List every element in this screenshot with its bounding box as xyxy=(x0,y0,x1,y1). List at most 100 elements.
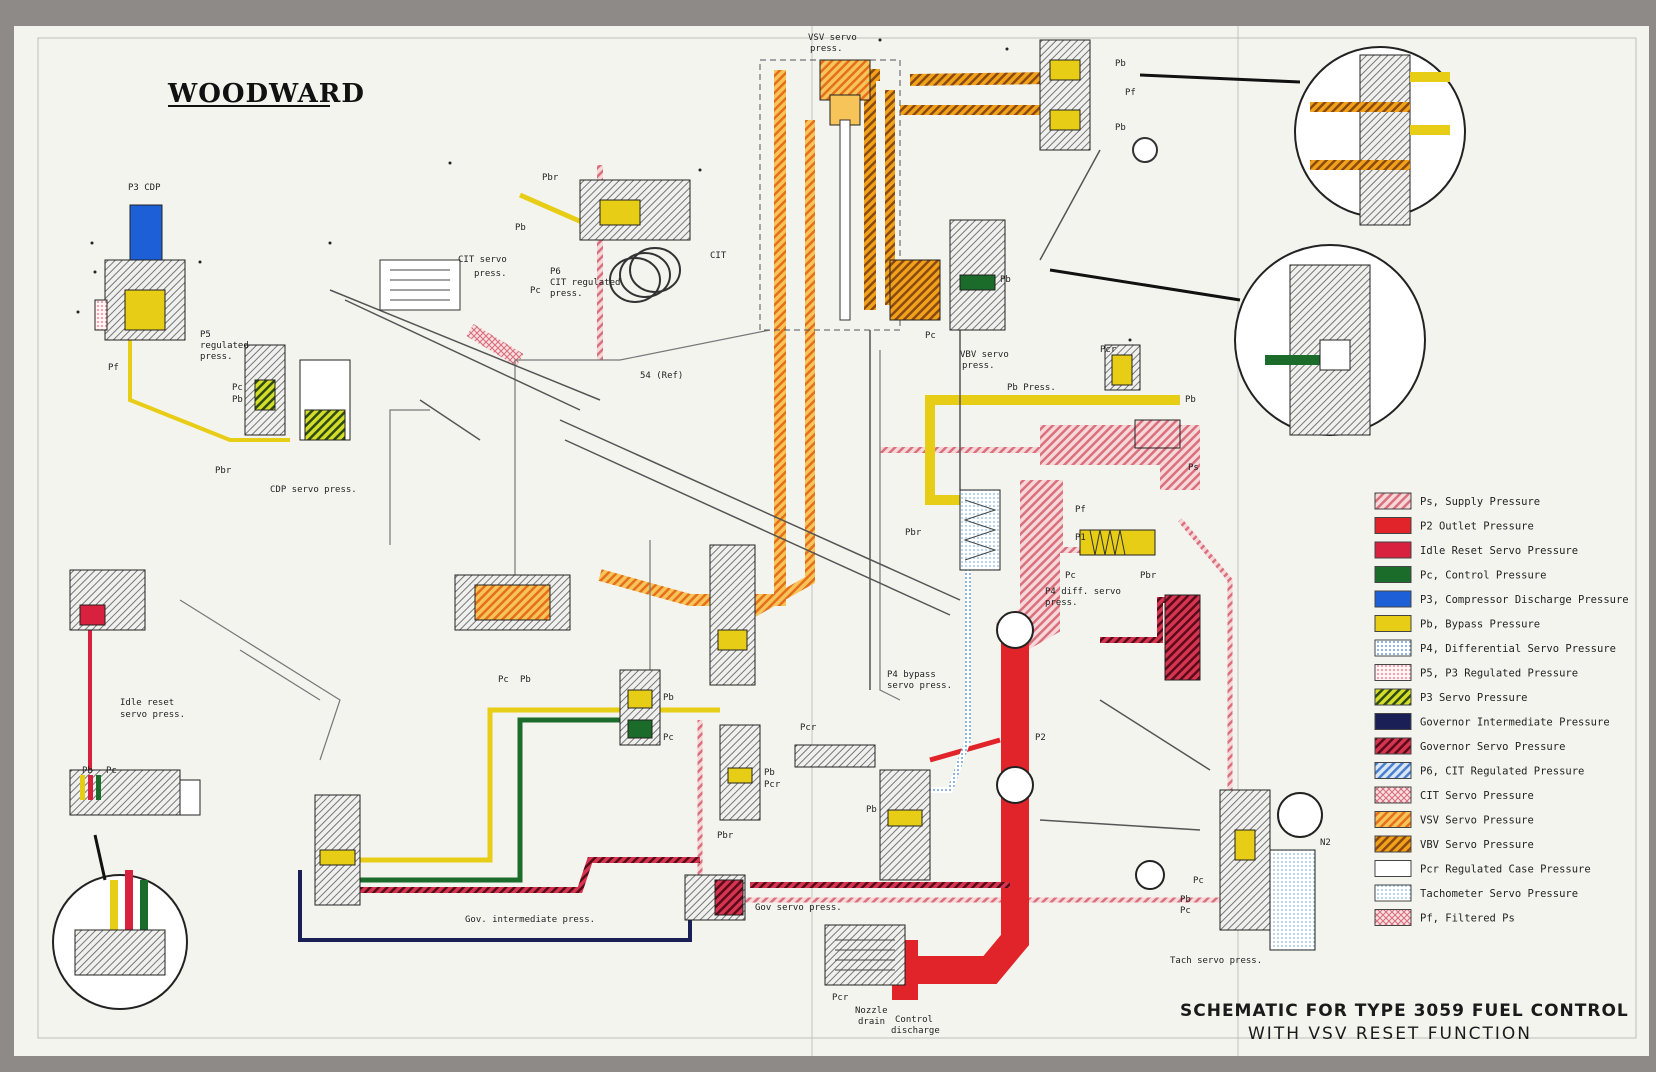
label-p5-reg-2: regulated xyxy=(200,341,249,351)
legend-swatch xyxy=(1374,737,1412,755)
label-pb: Pb xyxy=(1115,123,1126,133)
bypass-pressure-lines xyxy=(128,192,1180,863)
label-p5-reg-3: press. xyxy=(200,352,233,362)
detail-circle-83 xyxy=(52,834,188,1010)
vbv-servo-assembly xyxy=(889,39,1158,331)
logo-text: WOODWARD xyxy=(167,79,365,109)
label-pcr: Pcr xyxy=(800,723,817,733)
legend-swatch xyxy=(1374,860,1412,877)
label-pb: Pb xyxy=(1185,395,1196,405)
label-pb: Pb xyxy=(1180,895,1191,905)
label-cit-servo-2: press. xyxy=(474,269,507,279)
legend-label: Pc, Control Pressure xyxy=(1420,570,1546,582)
legend-swatch xyxy=(1374,566,1412,583)
legend-swatch xyxy=(1374,909,1412,926)
label-pcr: Pcr xyxy=(764,780,781,790)
governor-intermediate-line xyxy=(298,870,692,942)
label-pb: Pb xyxy=(663,693,674,703)
label-pb: Pb xyxy=(1000,275,1011,285)
legend-label: P6, CIT Regulated Pressure xyxy=(1420,766,1584,778)
label-pb: Pb xyxy=(515,223,526,233)
idle-reset-valve xyxy=(69,569,146,631)
label-p3-cdp: P3 CDP xyxy=(128,183,161,193)
label-pbr: Pbr xyxy=(905,528,922,538)
label-nozzle-drain: Nozzle xyxy=(855,1006,888,1016)
legend-label: VBV Servo Pressure xyxy=(1420,839,1534,851)
legend-label: VSV Servo Pressure xyxy=(1420,815,1534,827)
woodward-logo: WOODWARD xyxy=(167,79,365,109)
schematic-frame xyxy=(37,37,1637,1039)
component-7 xyxy=(314,794,361,906)
title-line-2: WITH VSV RESET FUNCTION xyxy=(1248,1024,1532,1044)
legend-label: Governor Intermediate Pressure xyxy=(1420,717,1610,729)
label-control-discharge-2: discharge xyxy=(891,1026,940,1036)
part-number-callouts xyxy=(76,38,1132,342)
label-pb: Pb xyxy=(82,766,93,776)
label-gov-intermediate: Gov. intermediate press. xyxy=(465,915,595,925)
label-pb: Pb xyxy=(764,768,775,778)
p3-cdp-sensor xyxy=(94,204,186,341)
legend-swatch xyxy=(1374,590,1412,608)
legend-label: Governor Servo Pressure xyxy=(1420,741,1565,753)
label-pb: Pb xyxy=(520,675,531,685)
title-line-1: SCHEMATIC FOR TYPE 3059 FUEL CONTROL xyxy=(1180,1001,1629,1021)
label-pc: Pc xyxy=(232,383,243,393)
legend-swatch xyxy=(1374,786,1412,804)
case-pressure-lines xyxy=(179,329,901,761)
label-pc: Pc xyxy=(106,766,117,776)
label-pbr: Pbr xyxy=(542,173,559,183)
label-p2: P2 xyxy=(1035,733,1046,743)
legend-label: CIT Servo Pressure xyxy=(1420,790,1534,802)
tach-servo-assembly xyxy=(1219,789,1323,951)
label-pb: Pb xyxy=(232,395,243,405)
legend-swatch xyxy=(1374,664,1412,681)
legend-label: Tachometer Servo Pressure xyxy=(1420,888,1578,900)
label-pf: Pf xyxy=(1125,88,1136,98)
label-vsv-servo-2: press. xyxy=(810,44,843,54)
label-p6-3: press. xyxy=(550,289,583,299)
label-pc: Pc xyxy=(1193,876,1204,886)
label-vbv-servo-2: press. xyxy=(962,361,995,371)
legend-swatch xyxy=(1374,639,1412,657)
control-pressure-lines xyxy=(330,717,630,883)
legend-label: P5, P3 Regulated Pressure xyxy=(1420,668,1578,680)
legend-swatch xyxy=(1374,615,1412,632)
component-69 xyxy=(1134,419,1181,449)
label-n2: N2 xyxy=(1320,838,1331,848)
vsv-servo-box xyxy=(759,59,901,331)
vsv-pilot-valve xyxy=(454,574,571,631)
label-pf: Pf xyxy=(1075,505,1086,515)
legend-label: Pf, Filtered Ps xyxy=(1420,913,1515,925)
label-p4-bypass: P4 bypass xyxy=(887,670,936,680)
label-nozzle-drain-2: drain xyxy=(858,1017,885,1027)
label-pc: Pc xyxy=(530,286,541,296)
linkage-rods xyxy=(329,149,1211,831)
cit-sensor-assembly xyxy=(379,179,691,311)
component-24 xyxy=(794,744,876,768)
governor-assembly xyxy=(1164,594,1201,681)
label-p4-diff: P4 diff. servo xyxy=(1045,587,1121,597)
label-control-discharge: Control xyxy=(895,1015,933,1025)
legend-swatch xyxy=(1374,688,1412,706)
label-cit-servo: CIT servo xyxy=(458,255,507,265)
legend-swatch xyxy=(1374,884,1412,902)
legend-swatch xyxy=(1374,835,1412,853)
governor-servo-valve xyxy=(684,874,746,921)
pcr-relief-valve xyxy=(1104,344,1141,391)
legend-swatch xyxy=(1374,517,1412,534)
label-idle-reset-2: servo press. xyxy=(120,710,185,720)
valve-22 xyxy=(879,769,931,881)
bypass-valve xyxy=(959,489,1001,571)
label-pc: Pc xyxy=(498,675,509,685)
label-p4-diff-2: press. xyxy=(1045,598,1078,608)
pc-valve xyxy=(619,669,661,746)
legend-label: P4, Differential Servo Pressure xyxy=(1420,643,1616,655)
label-p1: P1 xyxy=(1075,533,1086,543)
label-pc: Pc xyxy=(925,331,936,341)
legend-label: P2 Outlet Pressure xyxy=(1420,521,1534,533)
label-cdp-servo: CDP servo press. xyxy=(270,485,357,495)
schematic-labels: P3 CDP P5 regulated press. CDP servo pre… xyxy=(82,33,1331,1036)
label-p6-2: CIT regulated xyxy=(550,278,620,288)
